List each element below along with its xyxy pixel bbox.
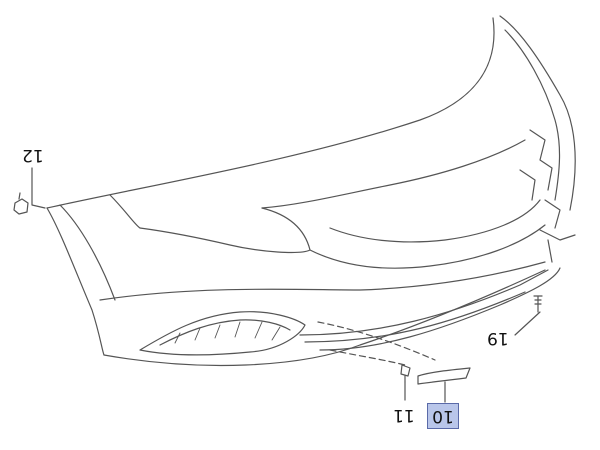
callout-11: 11 — [393, 405, 415, 425]
bumper-right-inner-flange — [504, 29, 561, 201]
callout-12: 12 — [22, 145, 44, 165]
fog-lamp-ribs — [174, 321, 281, 344]
callout-19: 19 — [487, 328, 509, 348]
spoiler-strip — [299, 269, 549, 343]
bumper-right-bracket — [539, 229, 576, 263]
hidden-line-to-item-10 — [317, 321, 436, 361]
bumper-left-inner-line — [59, 204, 116, 301]
bumper-lower-body-line — [103, 269, 546, 367]
hidden-line-to-item-11 — [329, 349, 406, 366]
clip-item-12 — [13, 192, 29, 215]
grille-lower-edge — [309, 224, 546, 269]
callout-10-highlighted: 10 — [427, 403, 459, 429]
grille-opening-upper — [261, 139, 526, 209]
leader-item-19 — [514, 311, 541, 336]
clip-item-11 — [400, 364, 411, 383]
fog-lamp-recess-outer — [139, 311, 306, 356]
grille-opening-left — [139, 207, 311, 254]
bumper-left-end — [46, 207, 105, 356]
bumper-left-notch — [109, 194, 141, 229]
trim-item-10 — [417, 367, 471, 385]
bumper-mid-crease — [99, 261, 546, 301]
grille-inner-contour — [329, 199, 541, 243]
fog-lamp-recess-inner — [159, 319, 291, 346]
bumper-bottom-lip — [319, 267, 561, 351]
screw-item-19 — [533, 295, 543, 313]
leader-item-12 — [31, 167, 46, 209]
bumper-right-mount-tabs — [519, 129, 561, 229]
bumper-top-inner-edge — [499, 15, 576, 211]
bumper-top-edge — [46, 17, 495, 209]
